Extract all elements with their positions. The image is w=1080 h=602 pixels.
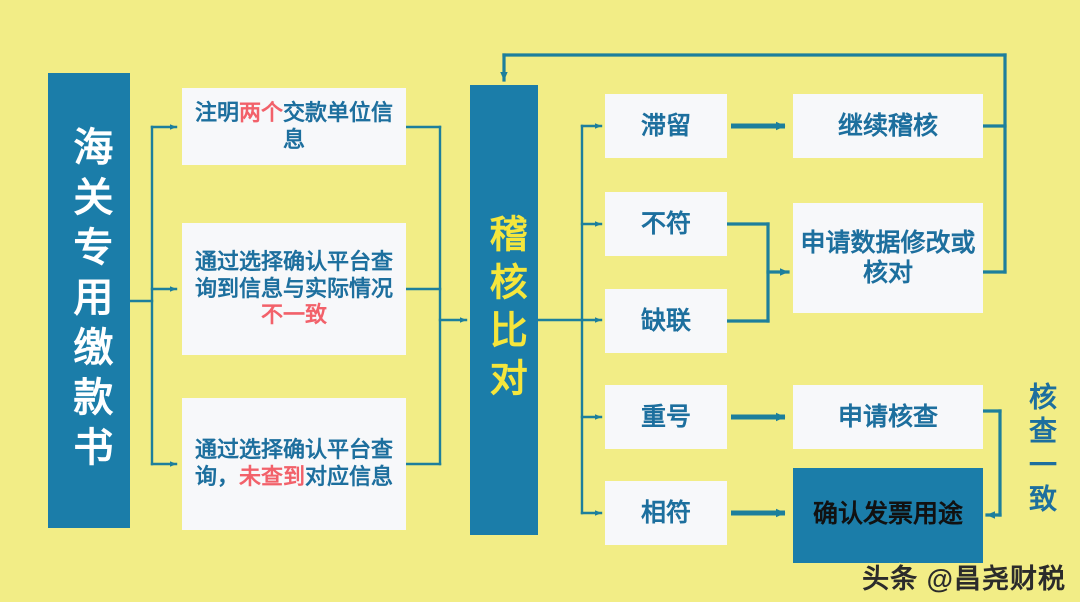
- result-box-stay[interactable]: 滞留: [605, 94, 727, 158]
- text-segment: 实际情况: [305, 275, 394, 301]
- audit-comparison-banner-label: 稽核比对: [483, 214, 526, 406]
- text-segment: 注明: [194, 99, 239, 125]
- result-box-match-label: 相符: [640, 498, 691, 527]
- text-segment: 位信息: [282, 99, 394, 152]
- action-box-continue-audit-label: 继续稽核: [837, 111, 938, 140]
- result-box-nomatch-label: 不符: [640, 209, 691, 238]
- input-box-two-payers-label: 注明两个交款单位信息: [182, 100, 406, 154]
- document-type-banner-label: 海关专用缴款书: [67, 125, 112, 476]
- result-box-nomatch[interactable]: 不符: [605, 192, 727, 256]
- action-box-confirm-invoice-purpose[interactable]: 确认发票用途: [793, 468, 983, 563]
- side-label-verification-consistent: 核查一致: [1013, 382, 1061, 552]
- side-label-verification-consistent-text: 核查一致: [1026, 382, 1057, 518]
- input-box-not-found[interactable]: 通过选择确认平台查询，未查到对应信息: [182, 398, 406, 530]
- result-box-missing-label: 缺联: [640, 306, 691, 335]
- watermark: 头条 @昌尧财税: [861, 557, 1067, 596]
- text-segment: 台查询到信息与: [194, 248, 394, 301]
- action-box-amend-data-label: 申请数据修改或核对: [800, 228, 976, 288]
- action-box-request-verification-label: 申请核查: [837, 402, 938, 431]
- watermark-text: 头条 @昌尧财税: [861, 563, 1067, 596]
- text-segment: 台查询，: [194, 437, 394, 489]
- text-segment-highlight: 两个: [238, 99, 283, 125]
- text-segment: 通过选择确认平: [194, 248, 349, 274]
- input-box-two-payers[interactable]: 注明两个交款单位信息: [182, 88, 406, 165]
- result-box-duplicate[interactable]: 重号: [605, 385, 727, 449]
- text-segment-highlight: 不一致: [260, 302, 327, 328]
- input-box-mismatch-label: 通过选择确认平台查询到信息与实际情况不一致: [182, 249, 406, 329]
- result-box-duplicate-label: 重号: [640, 402, 691, 431]
- action-box-confirm-invoice-purpose-label: 确认发票用途: [812, 501, 963, 529]
- text-segment: 交款单: [283, 99, 350, 125]
- text-segment: 通过选择确认平: [194, 437, 349, 463]
- input-box-mismatch[interactable]: 通过选择确认平台查询到信息与实际情况不一致: [182, 223, 406, 355]
- result-box-missing[interactable]: 缺联: [605, 289, 727, 353]
- text-segment-highlight: 未查到: [238, 464, 305, 489]
- input-box-not-found-label: 通过选择确认平台查询，未查到对应信息: [182, 437, 406, 491]
- result-box-match[interactable]: 相符: [605, 481, 727, 545]
- action-box-request-verification[interactable]: 申请核查: [793, 385, 983, 449]
- audit-comparison-banner: 稽核比对: [470, 85, 538, 535]
- action-box-continue-audit[interactable]: 继续稽核: [793, 94, 983, 158]
- text-segment: 对应信息: [305, 464, 394, 489]
- action-box-amend-data[interactable]: 申请数据修改或核对: [793, 203, 983, 313]
- document-type-banner: 海关专用缴款书: [48, 73, 130, 528]
- result-box-stay-label: 滞留: [640, 111, 691, 140]
